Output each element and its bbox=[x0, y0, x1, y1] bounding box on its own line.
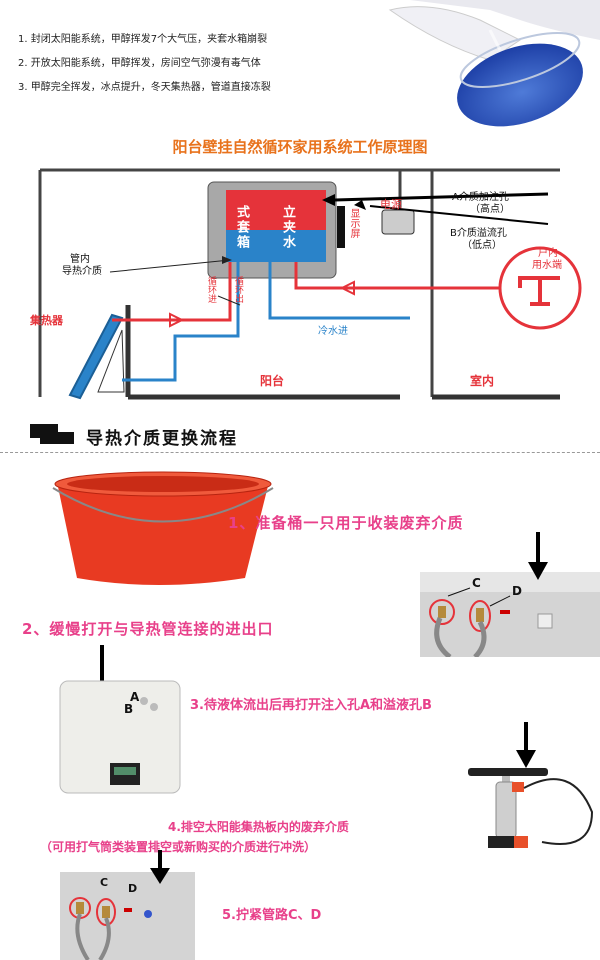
section-title: 导热介质更换流程 bbox=[86, 429, 238, 449]
overflow-b-label: B介质溢流孔 bbox=[450, 228, 507, 239]
section-divider bbox=[0, 452, 600, 453]
step-1-text: 1、准备桶一只用于收装废弃介质 bbox=[228, 514, 464, 532]
step-5-text: 5.拧紧管路C、D bbox=[222, 908, 322, 923]
photo2-label-b: B bbox=[124, 702, 134, 716]
indoor-label: 室内 bbox=[470, 374, 495, 388]
photo1-label-d: D bbox=[512, 584, 522, 598]
note-3: 3. 甲醇完全挥发，冰点提升，冬天集热器，管道直接冻裂 bbox=[18, 82, 271, 93]
inlet-a-label: A介质加注孔 bbox=[452, 192, 509, 203]
pipe-medium-label: 管内 bbox=[70, 254, 90, 265]
photo1-label-c: C bbox=[472, 576, 481, 590]
bucket-image bbox=[52, 471, 274, 585]
collector-label: 集热器 bbox=[30, 314, 63, 327]
step-3-text: 3.待液体流出后再打开注入孔A和溢液孔B bbox=[190, 698, 432, 713]
step-4-text: 4.排空太阳能集热板内的废弃介质 bbox=[168, 820, 349, 834]
circ-in-label: 循环进 bbox=[206, 276, 216, 303]
tap-label-2: 用水端 bbox=[532, 260, 562, 271]
overflow-b-sub: （低点） bbox=[462, 240, 502, 251]
note-2: 2. 开放太阳能系统，甲醇挥发，房间空气弥漫有毒气体 bbox=[18, 58, 261, 69]
air-pump-photo bbox=[468, 722, 594, 848]
tank-label-left: 式套箱 bbox=[234, 205, 249, 250]
water-heater-photo bbox=[59, 645, 181, 794]
circ-out-label: 循环出 bbox=[233, 276, 243, 303]
pipe-medium-label-2: 导热介质 bbox=[62, 266, 102, 277]
step-2-text: 2、缓慢打开与导热管连接的进出口 bbox=[22, 620, 274, 638]
balcony-label: 阳台 bbox=[260, 374, 285, 388]
tank-label-right: 立夹水 bbox=[280, 205, 295, 250]
photo3-label-c: C bbox=[100, 876, 109, 889]
inlet-a-sub: （高点） bbox=[470, 204, 510, 215]
pipe-tighten-photo bbox=[60, 850, 195, 960]
tap-label: 户内 bbox=[538, 248, 558, 259]
photo3-label-d: D bbox=[128, 882, 138, 895]
power-label: 电源 bbox=[380, 198, 402, 211]
pipe-connection-photo bbox=[420, 532, 600, 657]
section-marker-icon bbox=[30, 424, 74, 444]
step-4-subtext: （可用打气筒类装置排空或新购买的介质进行冲洗） bbox=[40, 840, 317, 854]
methanol-flask-image bbox=[388, 0, 600, 127]
diagram-title: 阳台壁挂自然循环家用系统工作原理图 bbox=[172, 138, 428, 156]
photo2-label-a: A bbox=[130, 690, 140, 704]
note-1: 1. 封闭太阳能系统，甲醇挥发7个大气压，夹套水箱崩裂 bbox=[18, 34, 268, 45]
cold-in-label: 冷水进 bbox=[318, 326, 348, 337]
display-label: 显示屏 bbox=[348, 208, 359, 238]
system-diagram bbox=[38, 168, 582, 400]
